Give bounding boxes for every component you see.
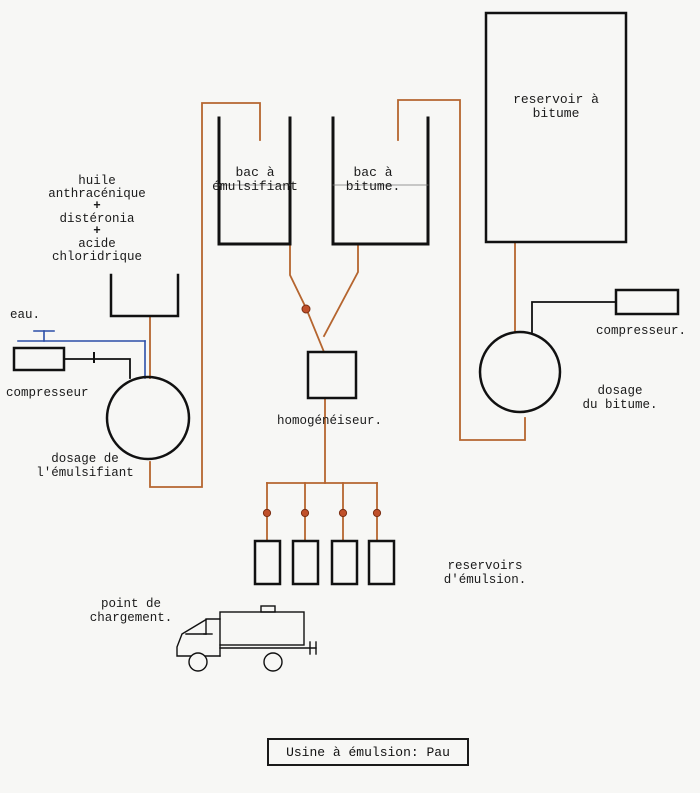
label-line: distéronia bbox=[59, 211, 135, 226]
valve-3 bbox=[338, 508, 348, 518]
label-reservoir-bitume: reservoir à bitume bbox=[486, 93, 626, 121]
label-line: bitume. bbox=[345, 179, 401, 194]
label-line: reservoirs bbox=[447, 559, 523, 573]
label-compresseur-right: compresseur. bbox=[596, 324, 687, 338]
label-line: bac à bbox=[353, 165, 393, 180]
label-line: du bitume. bbox=[582, 398, 658, 412]
pipe-network bbox=[149, 99, 526, 542]
label-line: + bbox=[93, 224, 101, 239]
label-line: chloridrique bbox=[51, 249, 142, 264]
compressor-left-line bbox=[63, 358, 131, 379]
valve-2 bbox=[300, 508, 310, 518]
reservoir-emulsion-3 bbox=[330, 539, 359, 586]
compresseur-left bbox=[12, 346, 66, 372]
label-line: reservoir à bbox=[513, 92, 599, 107]
label-line: bac à bbox=[235, 165, 275, 180]
label-line: d'émulsion. bbox=[443, 573, 527, 587]
label-reservoirs-emulsion: reservoirs d'émulsion. bbox=[430, 559, 540, 587]
label-line: anthracénique bbox=[48, 186, 146, 201]
label-line: huile bbox=[78, 174, 116, 188]
label-line: chargement. bbox=[89, 611, 173, 625]
dosage-emulsifiant-pump bbox=[105, 375, 191, 461]
pipe-bitume-tank-to-homogenizer bbox=[322, 244, 359, 338]
dosage-bitume-pump bbox=[478, 330, 562, 414]
label-line: bitume bbox=[532, 106, 580, 121]
caption-box: Usine à émulsion: Pau bbox=[267, 738, 469, 766]
label-line: point de bbox=[100, 597, 161, 611]
additive-tank bbox=[109, 273, 180, 318]
compressor-right-line bbox=[531, 301, 617, 333]
reservoir-bitume bbox=[484, 11, 628, 244]
valves bbox=[262, 304, 382, 518]
compresseur-right bbox=[614, 288, 680, 316]
label-dosage-bitume: dosage du bitume. bbox=[572, 384, 668, 412]
label-compresseur-left: compresseur bbox=[6, 386, 89, 400]
label-additives: huile anthracénique + distéronia + acide… bbox=[22, 175, 172, 263]
pipe-emulsifier-feed bbox=[149, 102, 261, 488]
label-eau: eau. bbox=[10, 308, 41, 322]
label-line: + bbox=[93, 199, 101, 214]
water-line bbox=[17, 330, 146, 379]
reservoir-emulsion-1 bbox=[253, 539, 282, 586]
reservoir-emulsion-4 bbox=[367, 539, 396, 586]
equipment bbox=[12, 11, 680, 586]
bac-emulsifiant bbox=[217, 116, 292, 246]
truck-icon bbox=[176, 605, 317, 672]
label-bac-emulsifiant: bac à émulsifiant bbox=[207, 166, 303, 194]
label-line: dosage bbox=[597, 384, 643, 398]
label-point-chargement: point de chargement. bbox=[76, 597, 186, 625]
pipe-bitumen-feed bbox=[397, 99, 526, 441]
bac-bitume bbox=[331, 116, 430, 246]
caption: Usine à émulsion: Pau bbox=[286, 744, 450, 760]
reservoir-emulsion-2 bbox=[291, 539, 320, 586]
valve-1 bbox=[262, 508, 272, 518]
pipe-tanks-to-homogenizer bbox=[289, 244, 326, 354]
homogeneiseur bbox=[306, 350, 358, 400]
label-bac-bitume: bac à bitume. bbox=[333, 166, 413, 194]
label-line: acide bbox=[78, 236, 116, 251]
label-line: l'émulsifiant bbox=[36, 466, 134, 480]
label-line: émulsifiant bbox=[212, 179, 298, 194]
valve-mixer bbox=[301, 304, 311, 314]
label-line: dosage de bbox=[51, 452, 119, 466]
label-dosage-emulsifiant: dosage de l'émulsifiant bbox=[20, 452, 150, 480]
valve-4 bbox=[372, 508, 382, 518]
label-homogeneiseur: homogénéiseur. bbox=[277, 414, 383, 428]
